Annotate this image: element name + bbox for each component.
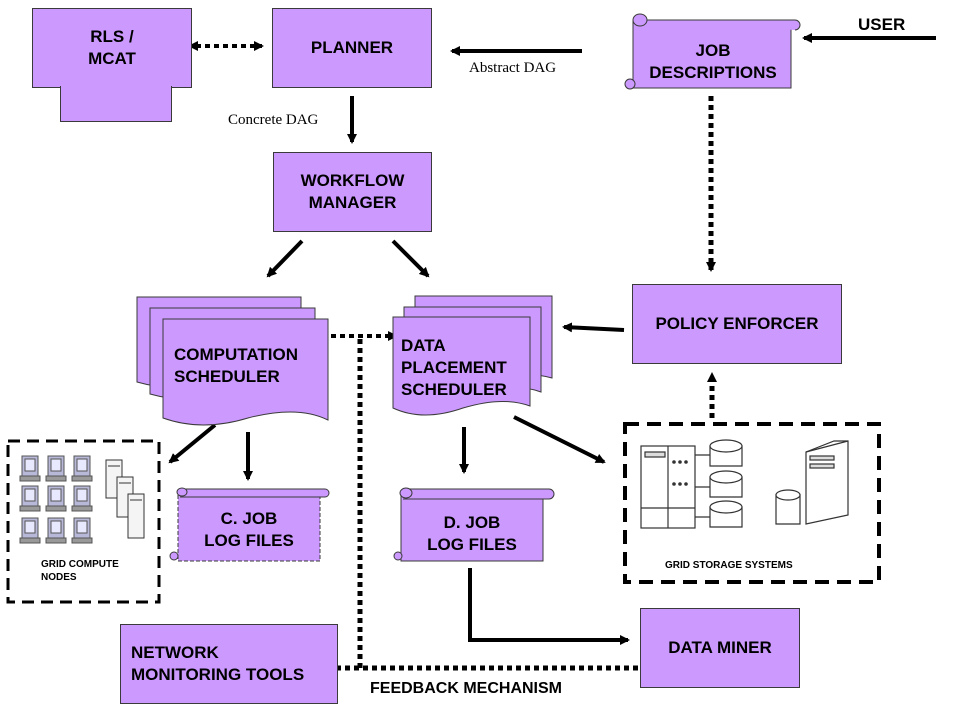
tower-server-icon: [805, 440, 849, 525]
planner-node: PLANNER: [272, 8, 432, 88]
feedback-mechanism-path: [338, 336, 638, 671]
data-placement-scheduler-stack: [392, 295, 553, 416]
storage-rack-icon: [640, 445, 696, 529]
computation-to-nodes-arrow: [168, 423, 217, 464]
concrete-dag-label: Concrete DAG: [228, 112, 319, 128]
policy-enforcer-node: POLICY ENFORCER: [632, 284, 842, 364]
c-job-log-scroll: [169, 487, 330, 562]
feedback-mechanism-label: FEEDBACK MECHANISM: [370, 680, 562, 697]
tower-server-icon: [105, 459, 145, 539]
data-miner-node: DATA MINER: [640, 608, 800, 688]
job-descriptions-scroll: [624, 13, 801, 90]
grid-compute-nodes-label: GRID COMPUTE NODES: [41, 559, 119, 583]
d-job-log-scroll: [393, 487, 555, 562]
workflow-to-placement-arrow: [391, 239, 430, 278]
job-descriptions-label: JOB DESCRIPTIONS: [649, 41, 777, 83]
rls-mcat-label: RLS / MCAT: [88, 26, 136, 68]
workflow-to-computation-arrow: [266, 239, 304, 278]
placement-to-storage-arrow: [513, 415, 606, 464]
c-job-log-files-label: C. JOB LOG FILES: [204, 509, 294, 551]
network-monitoring-tools-label: NETWORK MONITORING TOOLS: [131, 642, 305, 684]
grid-storage-region: [623, 422, 881, 584]
abstract-dag-label: Abstract DAG: [469, 60, 557, 76]
planner-label: PLANNER: [310, 37, 394, 57]
user-label: USER: [858, 15, 906, 34]
policy-to-placement-arrow: [562, 322, 625, 333]
grid-storage-systems-label: GRID STORAGE SYSTEMS: [665, 560, 793, 571]
rls-mcat-node: RLS / MCAT: [32, 8, 192, 88]
d-job-log-files-label: D. JOB LOG FILES: [427, 513, 517, 555]
computation-scheduler-stack: [136, 296, 329, 426]
data-placement-scheduler-label: DATA PLACEMENT SCHEDULER: [401, 336, 507, 400]
log-to-miner-arrow: [468, 568, 630, 645]
policy-enforcer-label: POLICY ENFORCER: [655, 313, 819, 333]
workflow-manager-label: WORKFLOW MANAGER: [300, 170, 405, 212]
workflow-manager-node: WORKFLOW MANAGER: [273, 152, 432, 232]
rls-mcat-tab: [60, 86, 172, 122]
desktop-computer-icon: [19, 455, 93, 544]
data-miner-label: DATA MINER: [668, 637, 772, 657]
computation-scheduler-label: COMPUTATION SCHEDULER: [174, 345, 299, 387]
grid-compute-region: [6, 439, 161, 604]
disk-cylinder-icon: [695, 439, 801, 528]
network-monitoring-tools-node: NETWORK MONITORING TOOLS: [120, 624, 338, 704]
